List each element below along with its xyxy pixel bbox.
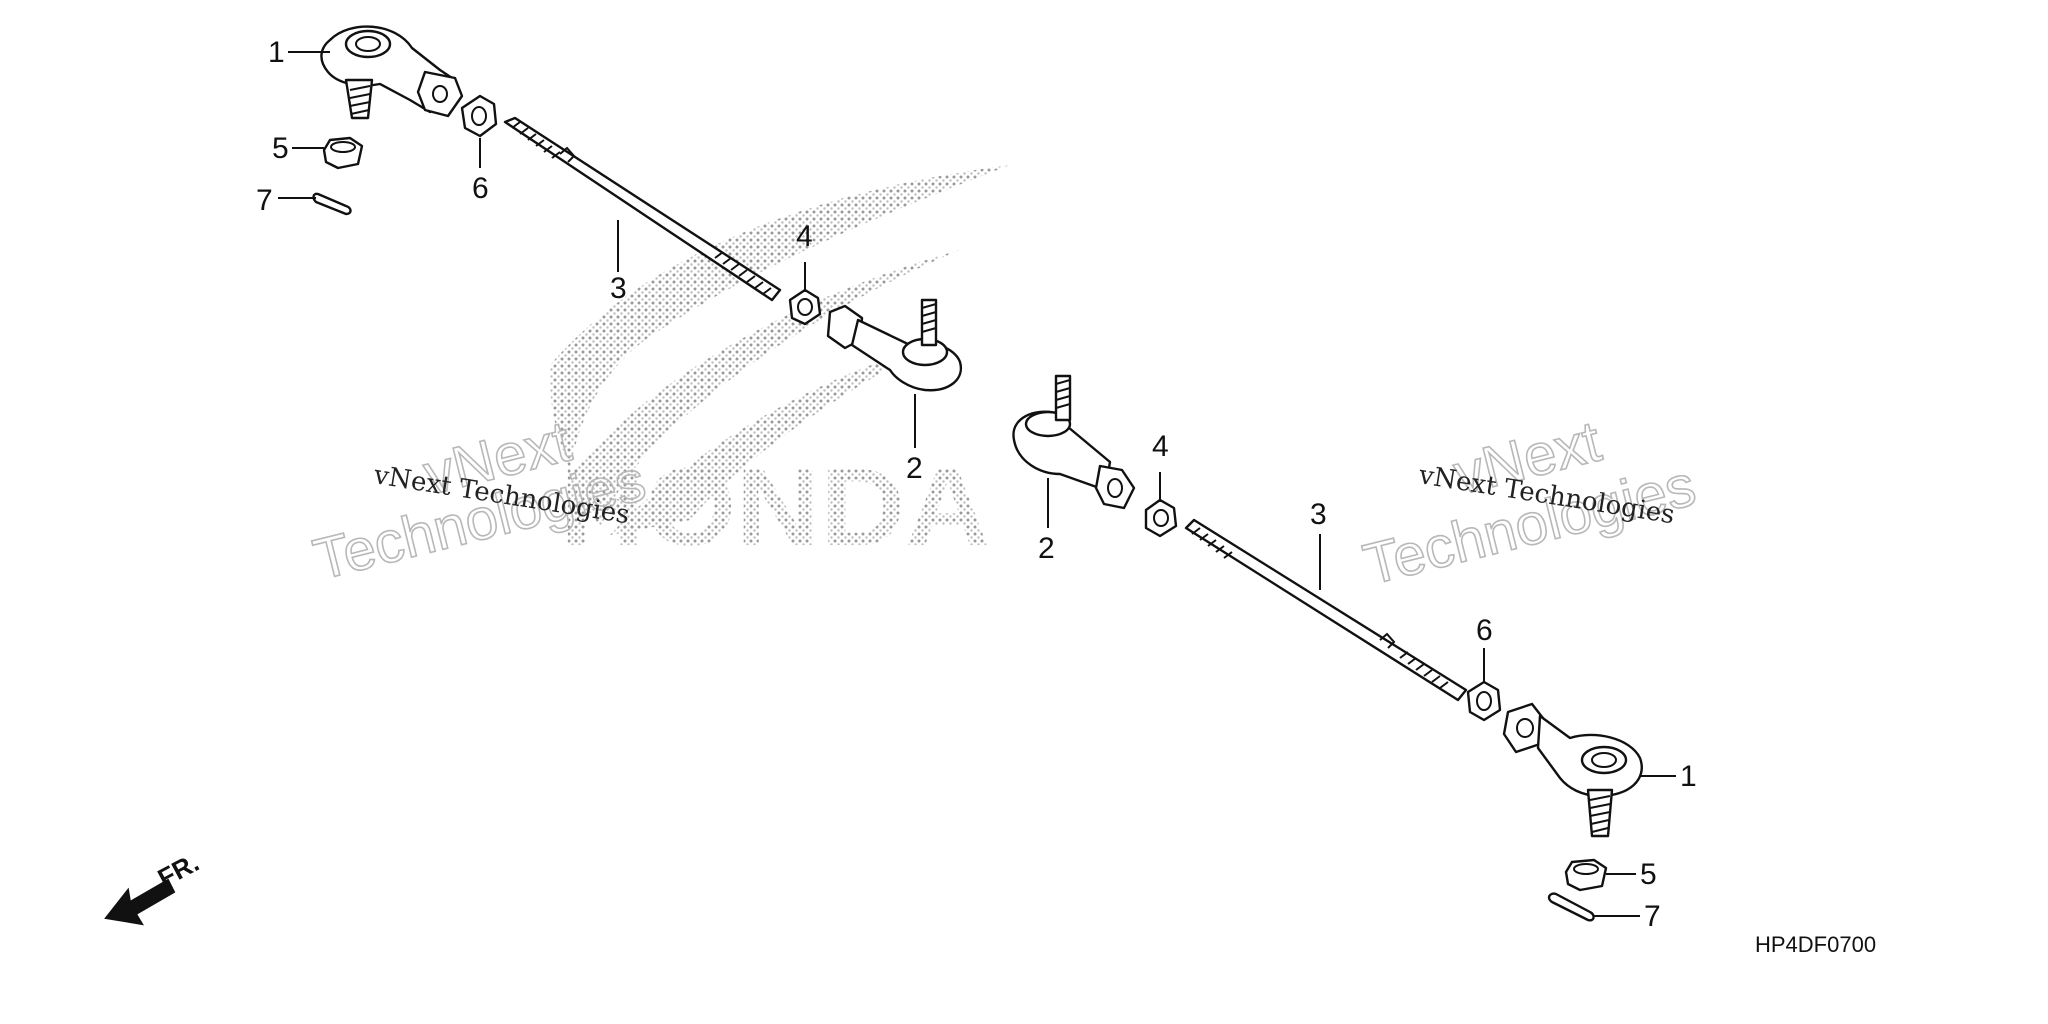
front-arrow-icon xyxy=(104,878,176,926)
callout-lock-nut-right: 4 xyxy=(1152,430,1169,463)
jam-nut-left xyxy=(460,94,498,138)
callout-tie-rod-end-inner-right: 2 xyxy=(1038,532,1055,565)
castle-nut-right xyxy=(1564,858,1608,892)
tie-rod-end-right xyxy=(1502,702,1643,838)
cotter-pin-left xyxy=(312,192,352,216)
callout-cotter-pin-right: 7 xyxy=(1644,900,1661,933)
callout-tie-rod-right: 3 xyxy=(1310,498,1327,531)
callout-tie-rod-left: 3 xyxy=(610,272,627,305)
front-direction-marker: FR. xyxy=(104,847,204,926)
callout-jam-nut-right: 6 xyxy=(1476,614,1493,647)
callout-nut-right: 5 xyxy=(1640,858,1657,891)
jam-nut-right xyxy=(1466,680,1502,722)
honda-wordmark: HONDA xyxy=(560,446,990,569)
callout-cotter-pin-left: 7 xyxy=(256,184,273,217)
castle-nut-left xyxy=(322,136,364,170)
honda-wing-logo xyxy=(549,165,1010,535)
tie-rod-end-inner-left xyxy=(826,298,963,392)
tie-rod-right xyxy=(1184,518,1468,702)
callout-tie-rod-end-right: 1 xyxy=(1680,760,1697,793)
callout-labels: 1 5 7 6 3 4 2 2 4 3 6 1 5 7 xyxy=(256,36,1697,933)
cotter-pin-right xyxy=(1547,892,1595,922)
callout-nut-left: 5 xyxy=(272,132,289,165)
leader-lines xyxy=(278,51,1676,917)
lock-nut-right xyxy=(1144,498,1178,538)
diagram-code: HP4DF0700 xyxy=(1755,932,1876,957)
callout-tie-rod-end-inner-left: 2 xyxy=(906,452,923,485)
watermark-right: vNext Technologies vNext Technologies xyxy=(1357,408,1703,599)
callout-jam-nut-left: 6 xyxy=(472,172,489,205)
callout-lock-nut-left: 4 xyxy=(796,220,813,253)
tie-rod-end-inner-right xyxy=(1012,374,1136,510)
callout-tie-rod-end-left: 1 xyxy=(268,36,285,69)
tie-rod-end-left xyxy=(320,25,464,120)
tie-rod-left xyxy=(503,116,782,302)
